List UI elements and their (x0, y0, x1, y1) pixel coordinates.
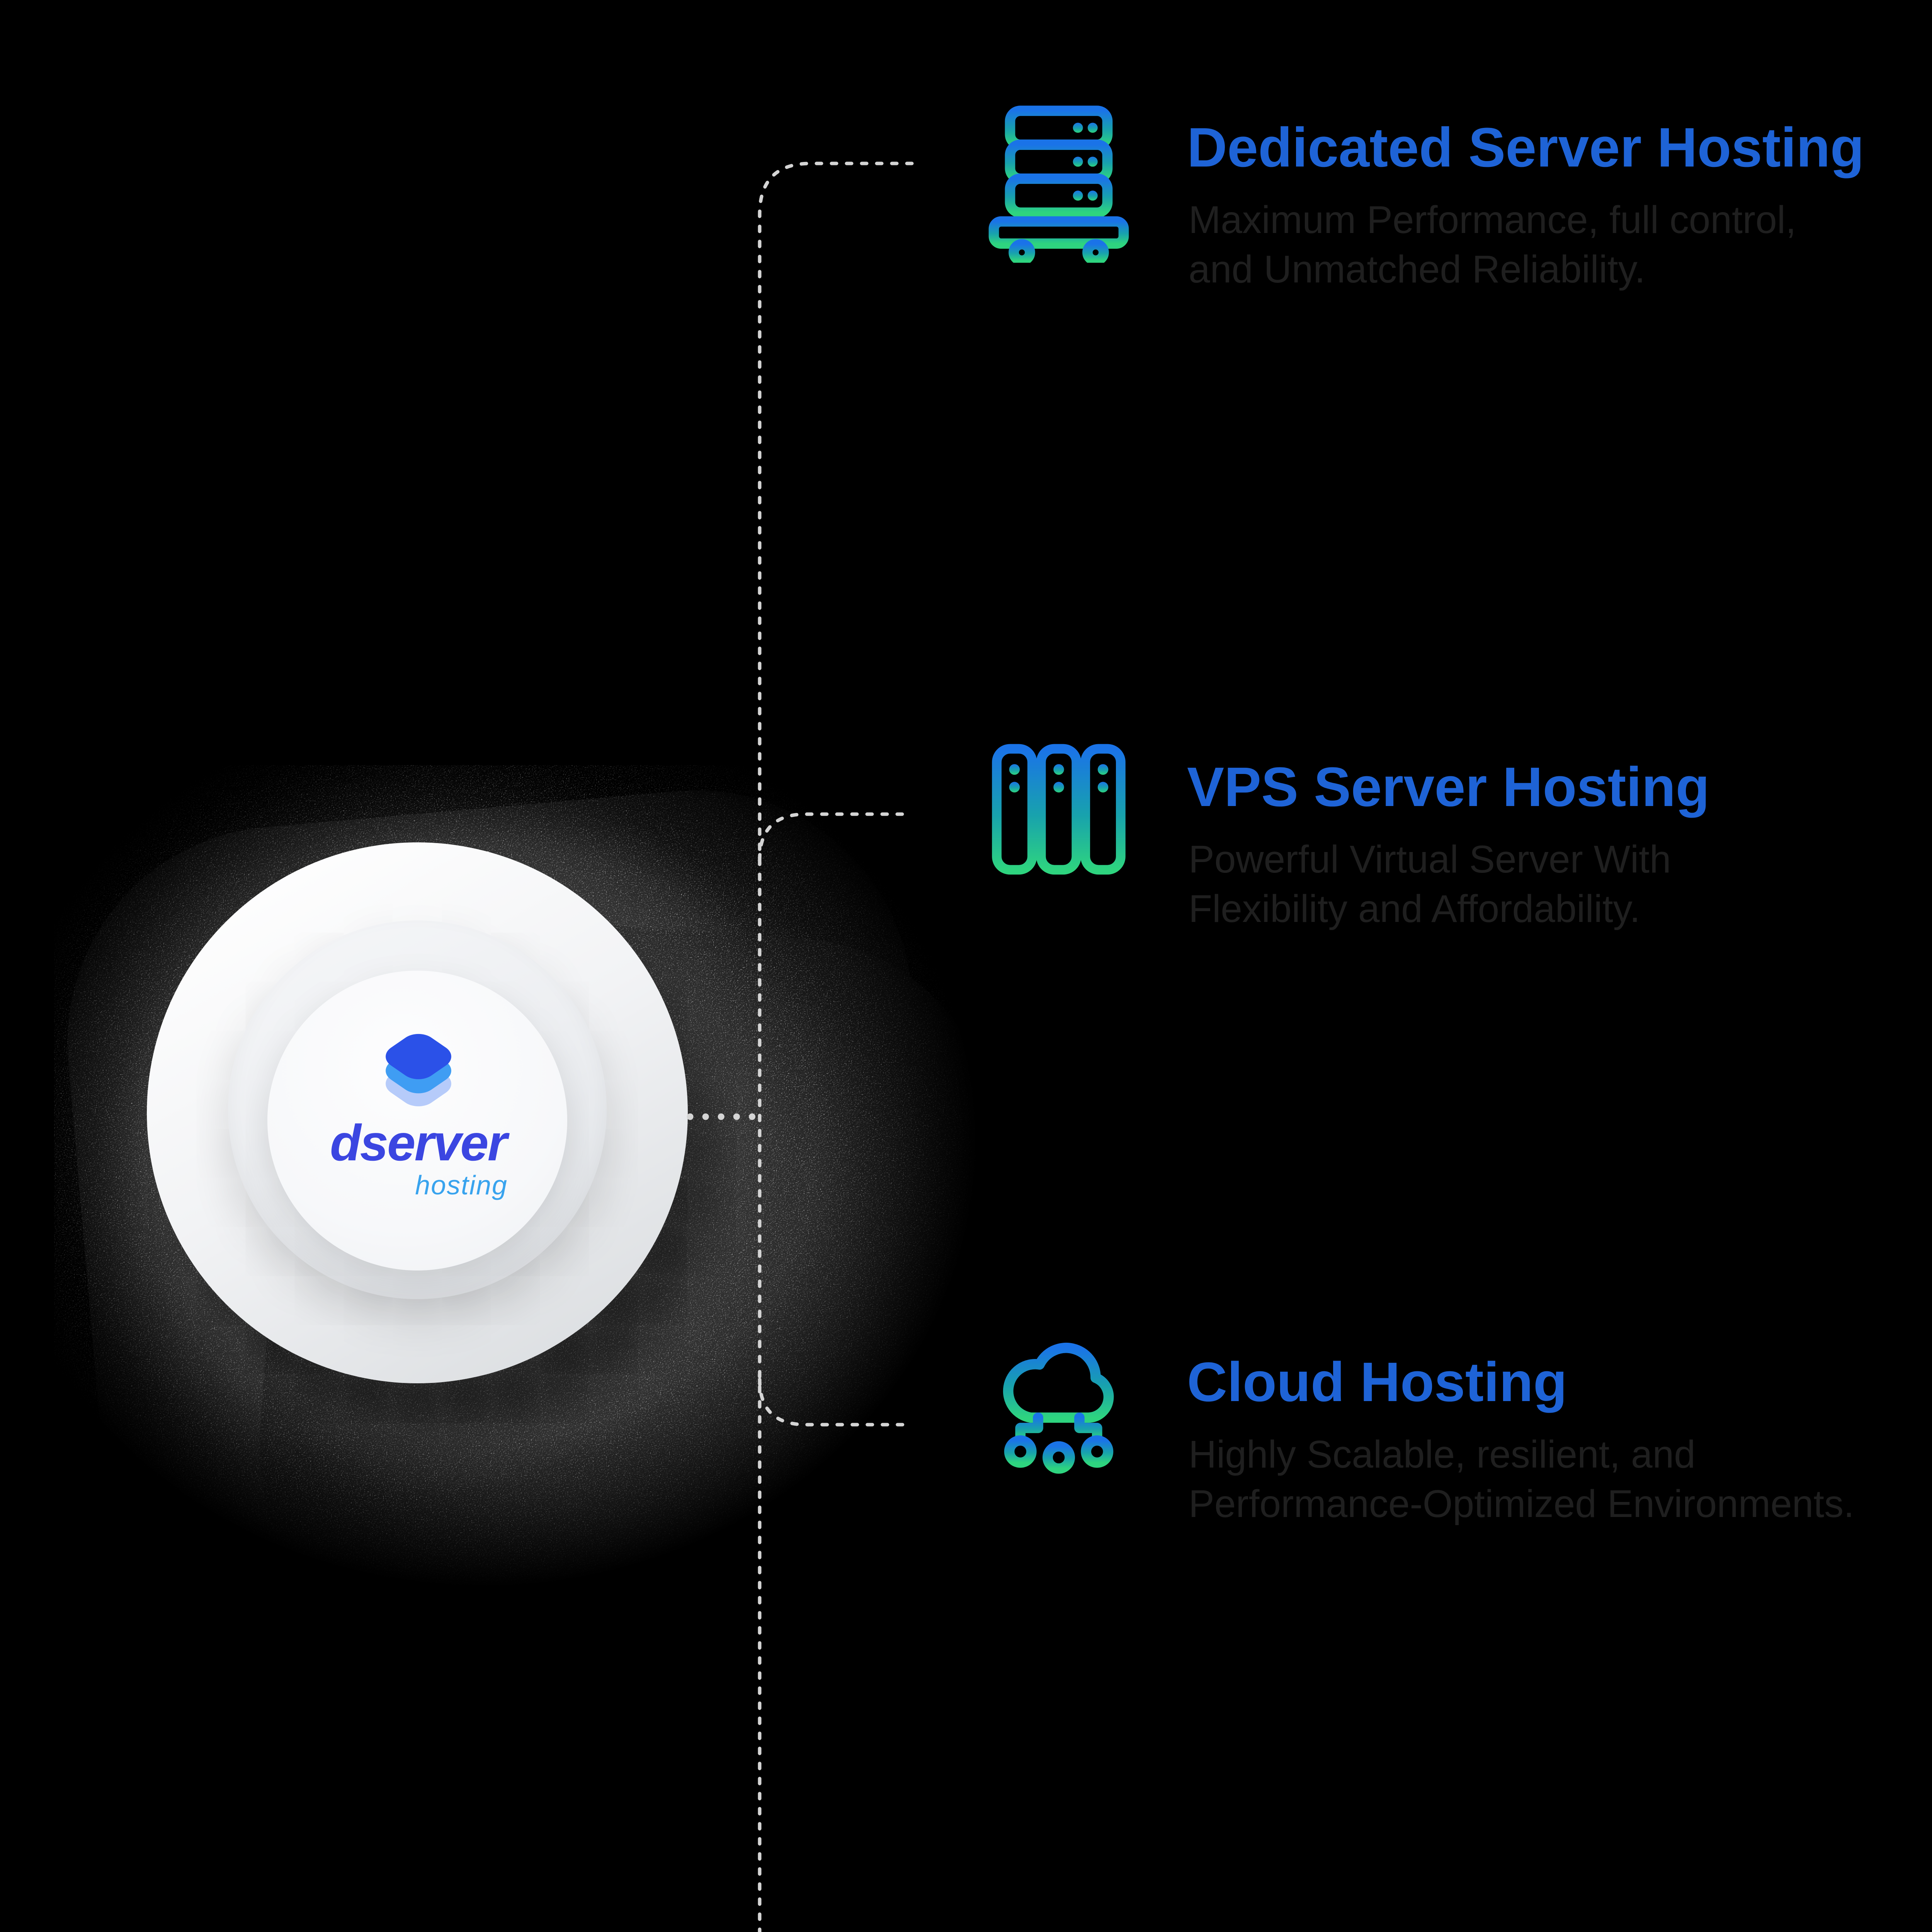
service-description-line: and Unmatched Reliability. (1189, 248, 1646, 291)
service-title: VPS Server Hosting (1187, 756, 1710, 818)
service-description: Powerful Virtual Server With Flexibility… (1189, 835, 1671, 934)
dedicated-server-icon (981, 100, 1136, 266)
service-description-line: Performance-Optimized Environments. (1189, 1482, 1854, 1526)
service-description-line: Powerful Virtual Server With (1189, 838, 1671, 881)
cloud-hosting-icon (981, 1335, 1136, 1497)
service-title: Cloud Hosting (1187, 1351, 1567, 1413)
logo-circle-inner (267, 971, 567, 1270)
vps-server-icon (981, 740, 1136, 902)
service-title: Dedicated Server Hosting (1187, 116, 1864, 179)
logo-suffix: hosting (415, 1170, 508, 1200)
service-description-line: Highly Scalable, resilient, and (1189, 1433, 1696, 1476)
stacked-layers-diamond-icon (386, 1034, 451, 1107)
service-description-line: Maximum Performance, full control, (1189, 198, 1796, 242)
service-description: Maximum Performance, full control, and U… (1189, 195, 1796, 294)
logo-wordmark: dserver (330, 1114, 507, 1171)
service-description: Highly Scalable, resilient, and Performa… (1189, 1430, 1854, 1529)
service-description-line: Flexibility and Affordability. (1189, 887, 1641, 930)
